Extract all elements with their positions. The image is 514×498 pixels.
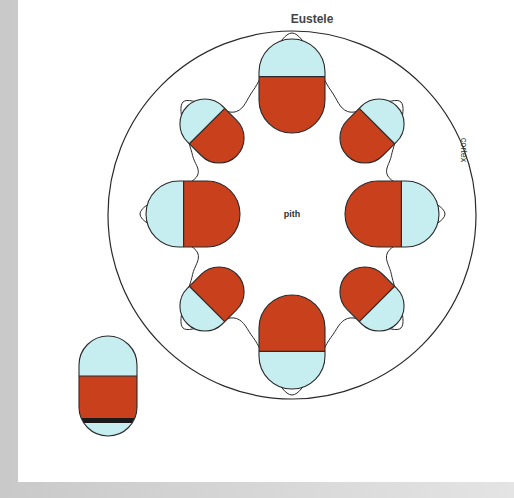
vascular-bundle [259, 295, 325, 389]
stem-outline [108, 31, 476, 399]
vascular-bundle [259, 39, 325, 133]
vascular-bundle [79, 336, 137, 436]
panel [18, 0, 514, 482]
vascular-bundle [330, 257, 415, 342]
endodermis-line [140, 33, 445, 395]
vascular-bundle [146, 181, 240, 247]
vascular-bundle [170, 257, 255, 342]
diagram-title: Eustele [291, 13, 334, 26]
vascular-bundle [330, 89, 415, 174]
region-label: cortex [458, 138, 468, 163]
region-label: pith [284, 210, 301, 220]
vascular-bundle [345, 181, 439, 247]
vascular-bundle [170, 89, 255, 174]
